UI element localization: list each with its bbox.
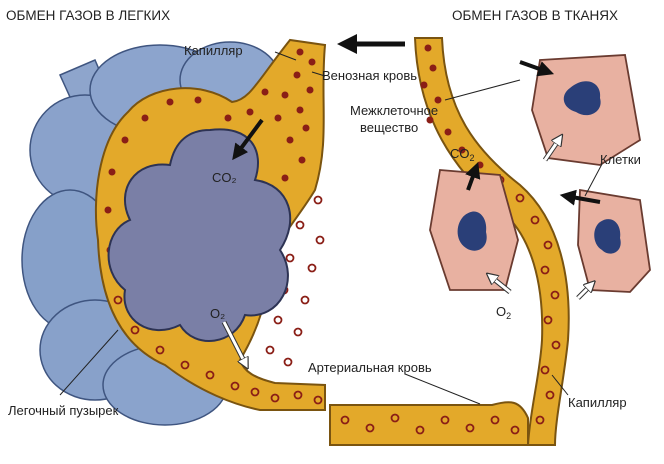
tissue-cell-left <box>429 169 519 291</box>
co2-cell-top-arrow <box>519 60 555 77</box>
o2-cell-right-arrow <box>576 284 592 300</box>
co2-cell-right-arrow <box>559 189 601 206</box>
co2-cell-left-arrow <box>465 161 481 191</box>
tissue-cell-top <box>531 54 641 166</box>
o2-cell-left-arrow <box>490 276 511 294</box>
tissue-cell-right <box>577 188 651 293</box>
label-arterial-blood: Артериальная кровь <box>308 360 432 375</box>
tissue-capillary <box>329 37 570 446</box>
o2-lung-arrow <box>222 321 246 365</box>
label-capillary-bottom: Капилляр <box>568 395 627 410</box>
label-co2-tissue: CO2 <box>450 146 475 163</box>
title-tissues: ОБМЕН ГАЗОВ В ТКАНЯХ <box>452 8 618 23</box>
label-intercellular-1: Межклеточное <box>350 103 438 118</box>
label-capillary-top: Капилляр <box>184 43 243 58</box>
label-intercellular-2: вещество <box>360 120 418 135</box>
title-lungs: ОБМЕН ГАЗОВ В ЛЕГКИХ <box>6 8 170 23</box>
o2-lung-label: O₂ <box>210 306 225 321</box>
leader-lines <box>59 51 603 405</box>
label-alveolus: Легочный пузырек <box>8 403 119 418</box>
co2-lung-label: CO₂ <box>212 170 237 185</box>
label-o2-tissue: O2 <box>496 304 511 321</box>
label-cells: Клетки <box>600 152 641 167</box>
co2-lung-arrow <box>232 118 264 161</box>
label-venous-blood: Венозная кровь <box>322 68 417 83</box>
alveolus-interior <box>107 128 292 342</box>
o2-cell-top-arrow <box>543 138 560 161</box>
